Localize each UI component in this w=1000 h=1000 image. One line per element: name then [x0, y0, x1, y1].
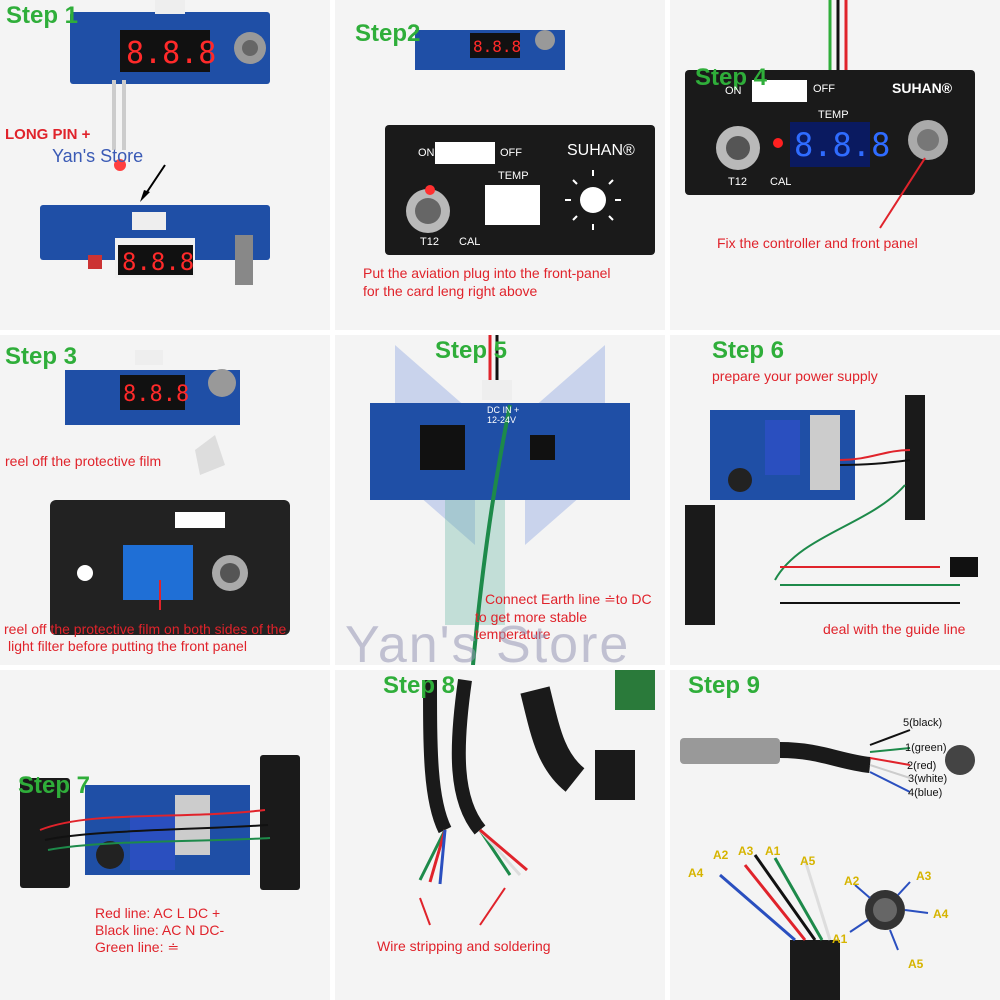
wire-label-a5: A5 — [800, 854, 816, 868]
t12-label: T12 — [728, 176, 747, 188]
temp-label: TEMP — [818, 109, 849, 121]
step4-note: Fix the controller and front panel — [717, 235, 918, 251]
step7-black-line: Black line: AC N DC- — [95, 922, 225, 938]
step5-title: Step 5 — [435, 337, 508, 364]
step6-panel: Step 6 prepare your power supply deal wi… — [670, 335, 1000, 665]
step5-note-line1: Connect Earth line ≐to DC — [485, 591, 652, 607]
step2-illustration: 8.8.8 — [385, 30, 655, 255]
cal-label: CAL — [459, 236, 481, 248]
step1-title: Step 1 — [6, 2, 79, 29]
step3-title: Step 3 — [5, 343, 78, 370]
step8-note: Wire stripping and soldering — [377, 938, 551, 954]
store-watermark: Yan's Store — [345, 616, 631, 674]
step5-panel: Step 5 DC IN + 12-24V Connect Earth line… — [335, 335, 665, 665]
step7-panel: Step 7 Red line: AC L DC + Black line: A… — [0, 670, 330, 1000]
temperature-display: 8.8.8 — [794, 126, 891, 164]
step7-green-line: Green line: ≐ — [95, 939, 180, 955]
connector-label-a4: A4 — [933, 907, 949, 921]
step1-panel: 8.8.8 8.8.8 Step 1 LONG PIN + Yan's Stor… — [0, 0, 330, 330]
voltage-label: 12-24V — [487, 415, 517, 425]
svg-text:8.8.8: 8.8.8 — [126, 36, 216, 71]
brand-label: SUHAN® — [567, 142, 635, 159]
step8-illustration — [418, 670, 655, 926]
svg-text:8.8.8: 8.8.8 — [473, 37, 521, 56]
step3-note1: reel off the protective film — [5, 453, 162, 469]
brand-label: SUHAN® — [892, 80, 953, 96]
cal-label: CAL — [770, 176, 792, 188]
long-pin-label: LONG PIN + — [5, 126, 91, 143]
dc-in-label: DC IN + — [487, 405, 520, 415]
step5-illustration — [370, 335, 630, 665]
step9-illustration — [680, 729, 975, 1000]
off-label: OFF — [500, 147, 522, 159]
step7-title: Step 7 — [18, 772, 91, 799]
step9-title: Step 9 — [688, 672, 761, 699]
pin-label-3: 3(white) — [908, 773, 948, 785]
pin-label-5: 5(black) — [903, 717, 943, 729]
wire-label-a1: A1 — [765, 844, 781, 858]
step2-note-line2: for the card leng right above — [363, 283, 538, 299]
wire-label-a4: A4 — [688, 866, 704, 880]
step2-note-line1: Put the aviation plug into the front-pan… — [363, 265, 611, 281]
on-label: ON — [418, 147, 435, 159]
step3-note2-line2: light filter before putting the front pa… — [8, 638, 247, 654]
step6-subtitle: prepare your power supply — [712, 368, 878, 384]
step4-illustration — [685, 0, 975, 229]
step8-title: Step 8 — [383, 672, 456, 699]
connector-label-a1: A1 — [832, 932, 848, 946]
step6-illustration — [685, 395, 978, 625]
step5-note-line2: to get more stable temperature — [475, 609, 588, 642]
off-label: OFF — [813, 83, 835, 95]
step1-illustration: 8.8.8 8.8.8 — [40, 0, 270, 285]
pin-label-2: 2(red) — [907, 760, 937, 772]
step6-note: deal with the guide line — [823, 621, 966, 637]
step9-panel: Step 9 5(black) 1(green) 2(red) 3(white)… — [670, 670, 1000, 1000]
connector-label-a2: A2 — [844, 874, 860, 888]
step6-title: Step 6 — [712, 337, 785, 364]
t12-label: T12 — [420, 236, 439, 248]
pin-label-1: 1(green) — [905, 742, 947, 754]
connector-label-a3: A3 — [916, 869, 932, 883]
svg-text:8.8.8: 8.8.8 — [123, 382, 189, 407]
step3-note2-line1: reel off the protective film on both sid… — [4, 621, 287, 637]
wire-label-a2: A2 — [713, 848, 729, 862]
on-label: ON — [725, 85, 742, 97]
step3-panel: 8.8.8 Step 3 reel off the protective fil… — [0, 335, 330, 665]
step3-illustration: 8.8.8 — [50, 350, 290, 635]
wire-label-a3: A3 — [738, 844, 754, 858]
store-watermark-small: Yan's Store — [52, 146, 144, 166]
step4-title: Step 4 — [695, 64, 768, 91]
svg-text:8.8.8: 8.8.8 — [122, 248, 194, 276]
step2-title: Step2 — [355, 20, 421, 47]
step7-red-line: Red line: AC L DC + — [95, 905, 221, 921]
temp-label: TEMP — [498, 170, 529, 182]
connector-label-a5: A5 — [908, 957, 924, 971]
step8-panel: Step 8 Wire stripping and soldering — [335, 670, 665, 1000]
step4-panel: Step 4 ON OFF SUHAN® TEMP 8.8.8 T12 CAL … — [670, 0, 1000, 330]
step2-panel: 8.8.8 Step2 ON OFF SUHAN® TEMP T12 CAL P… — [335, 0, 665, 330]
step7-illustration — [20, 755, 300, 890]
pin-label-4: 4(blue) — [908, 787, 943, 799]
